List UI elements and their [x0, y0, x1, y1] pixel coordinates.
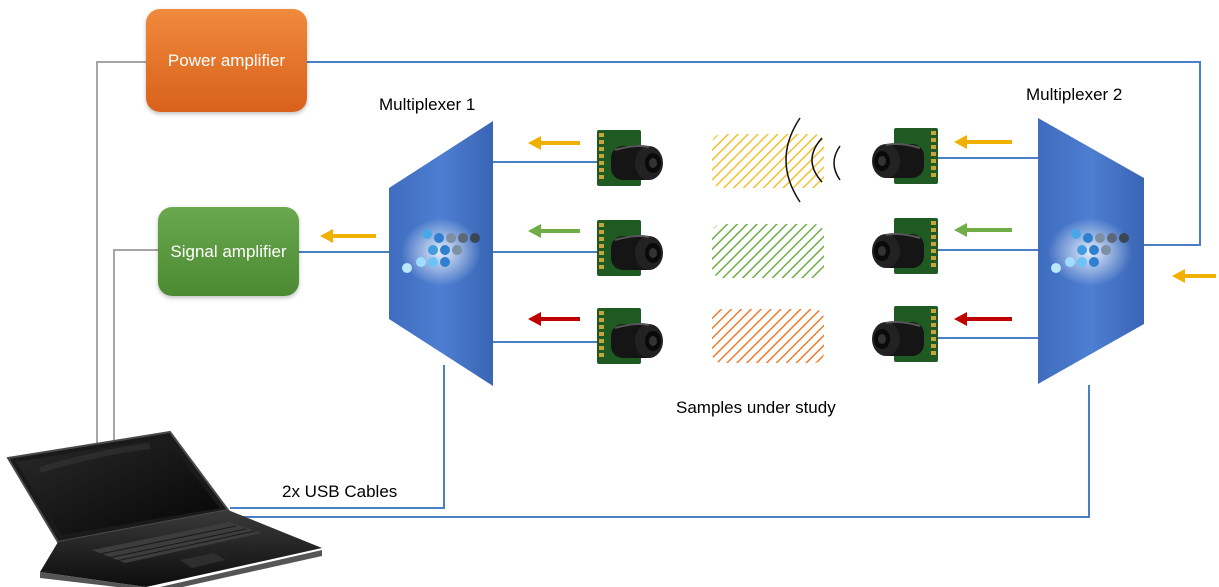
sample-3	[712, 309, 824, 363]
multiplexer-2	[1038, 118, 1144, 384]
multiplexer-2-label: Multiplexer 2	[1026, 85, 1123, 104]
power-to-mux2-cable	[307, 61, 1201, 246]
sensors-right	[871, 127, 939, 363]
power-amplifier-label: Power amplifier	[167, 50, 286, 70]
sound-wave-icon	[785, 117, 841, 203]
ultrasonic-sensor-icon	[871, 127, 939, 185]
usb-cable-1	[230, 365, 445, 509]
arrow-icon	[528, 312, 580, 326]
samples-label: Samples under study	[676, 398, 836, 417]
dot-network-icon	[402, 229, 480, 273]
ultrasonic-sensor-icon	[596, 307, 664, 365]
dot-network-icon	[1051, 229, 1129, 273]
arrow-icon	[320, 229, 376, 243]
ultrasonic-sensor-icon	[871, 217, 939, 275]
control-cable-lines	[96, 61, 158, 450]
ultrasonic-sensor-icon	[596, 129, 664, 187]
usb-cables-label: 2x USB Cables	[282, 482, 398, 501]
ultrasonic-sensor-icon	[871, 305, 939, 363]
arrow-icon	[954, 135, 1012, 149]
signal-amplifier-box: Signal amplifier	[158, 207, 299, 296]
laptop-to-power-cable	[96, 61, 146, 450]
signal-arrows	[320, 135, 1216, 326]
arrow-icon	[954, 312, 1012, 326]
ultrasonic-sensor-icon	[596, 219, 664, 277]
sensors-left	[596, 129, 664, 365]
multiplexer-1-label: Multiplexer 1	[379, 95, 476, 114]
arrow-icon	[954, 223, 1012, 237]
usb-cable-lines	[230, 61, 1201, 518]
sample-2	[712, 224, 824, 278]
multiplexer-1	[389, 121, 493, 386]
arrow-icon	[1172, 269, 1216, 283]
samples-group	[712, 134, 824, 363]
arrow-icon	[528, 136, 580, 150]
arrow-icon	[528, 224, 580, 238]
laptop-to-signal-cable	[113, 249, 158, 450]
sample-1	[712, 134, 824, 188]
signal-amplifier-label: Signal amplifier	[170, 241, 287, 261]
laptop-icon	[6, 430, 322, 587]
usb-cable-2	[230, 385, 1090, 518]
power-amplifier-box: Power amplifier	[146, 9, 307, 112]
